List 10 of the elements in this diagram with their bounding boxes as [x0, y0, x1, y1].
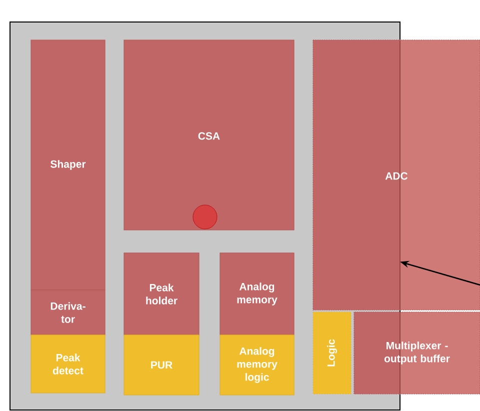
- peak-holder-block: Peak holder: [124, 252, 200, 336]
- logic-block: Logic: [312, 312, 352, 394]
- multiplexer-block: Multiplexer - output buffer: [354, 311, 480, 394]
- analog-memory-block: Analog memory: [220, 252, 294, 336]
- memory-logic-block: Analog memory logic: [220, 334, 294, 396]
- peak-detect-block: Peak detect: [30, 334, 106, 394]
- csa-block: CSA: [124, 40, 294, 230]
- pur-block: PUR: [124, 334, 200, 396]
- derivator-block: Deriva- tor: [30, 290, 106, 336]
- input-pad-circle: [192, 204, 218, 230]
